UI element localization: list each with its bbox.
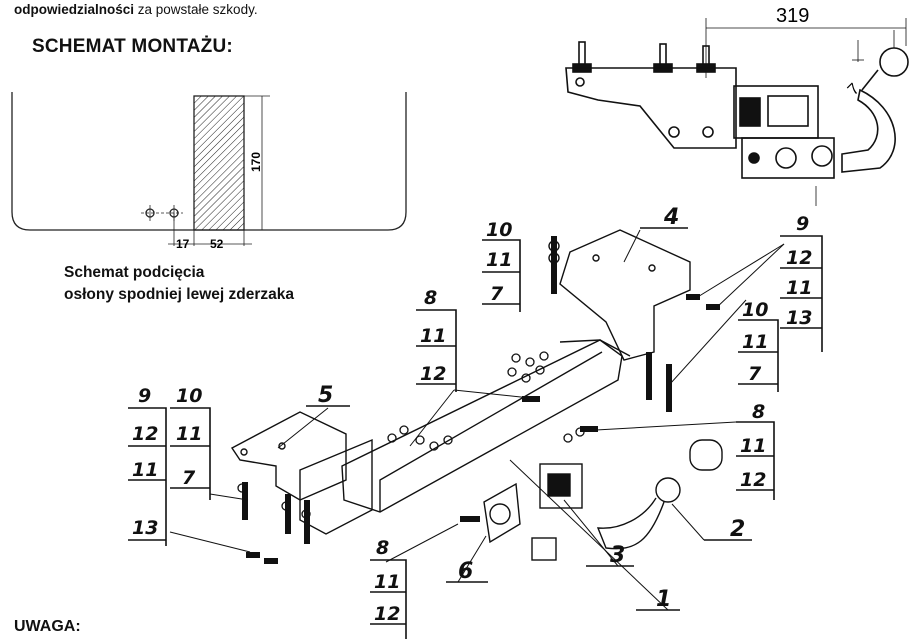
callout-lb-11: 11 — [176, 423, 202, 445]
callout-rm-11: 11 — [742, 331, 768, 353]
callout-rt-12: 12 — [786, 247, 812, 269]
dim-319: 319 — [776, 5, 809, 27]
cutout-caption-line1: Schemat podcięcia — [64, 264, 205, 281]
callout-rt-9: 9 — [796, 213, 809, 235]
callout-label-3: 3 — [610, 543, 625, 568]
callout-rl-11: 11 — [740, 435, 766, 457]
dim-170: 170 — [249, 152, 263, 172]
callout-label-6: 6 — [458, 559, 473, 584]
callout-l-9: 9 — [138, 385, 151, 407]
callout-rm-7: 7 — [748, 363, 762, 385]
callout-rl-12: 12 — [740, 469, 766, 491]
section-heading: SCHEMAT MONTAŻU: — [32, 36, 233, 57]
dim-17: 17 — [176, 237, 190, 251]
callout-rl-8: 8 — [752, 401, 765, 423]
callout-b-11: 11 — [374, 571, 400, 593]
cutout-caption: Schemat podcięcia osłony spodniej lewej … — [64, 262, 294, 306]
callout-frames — [128, 227, 823, 639]
callout-top-7: 7 — [490, 283, 504, 305]
callout-lb-10: 10 — [176, 385, 202, 407]
callout-top-10: 10 — [486, 219, 512, 241]
bumper-cutout-diagram — [11, 92, 407, 246]
callout-b-12: 12 — [374, 603, 400, 625]
callout-lm-11: 11 — [420, 325, 446, 347]
callout-l-11: 11 — [132, 459, 158, 481]
intro-text: odpowiedzialności za powstałe szkody. — [14, 2, 258, 17]
intro-bold: odpowiedzialności — [14, 2, 135, 17]
callout-lb-7: 7 — [182, 467, 196, 489]
callout-rt-11: 11 — [786, 277, 812, 299]
note-heading: UWAGA: — [14, 618, 81, 635]
dim-52: 52 — [210, 237, 224, 251]
exploded-assembly — [169, 229, 785, 611]
cutout-caption-line2: osłony spodniej lewej zderzaka — [64, 286, 294, 303]
callout-b-8: 8 — [376, 537, 389, 559]
callout-rt-13: 13 — [786, 307, 812, 329]
callout-top-11: 11 — [486, 249, 512, 271]
intro-rest: za powstałe szkody. — [134, 2, 258, 17]
towbar-side-view — [565, 18, 909, 206]
callout-numbers: 10 11 7 4 9 12 11 13 10 11 7 8 11 12 5 9… — [132, 205, 812, 625]
callout-label-5: 5 — [318, 383, 333, 408]
callout-l-13: 13 — [132, 517, 158, 539]
callout-label-4: 4 — [663, 205, 679, 230]
callout-label-2: 2 — [730, 517, 745, 542]
callout-lm-8: 8 — [424, 287, 437, 309]
callout-label-1: 1 — [656, 587, 671, 612]
callout-l-12: 12 — [132, 423, 158, 445]
callout-rm-10: 10 — [742, 299, 768, 321]
callout-lm-12: 12 — [420, 363, 446, 385]
